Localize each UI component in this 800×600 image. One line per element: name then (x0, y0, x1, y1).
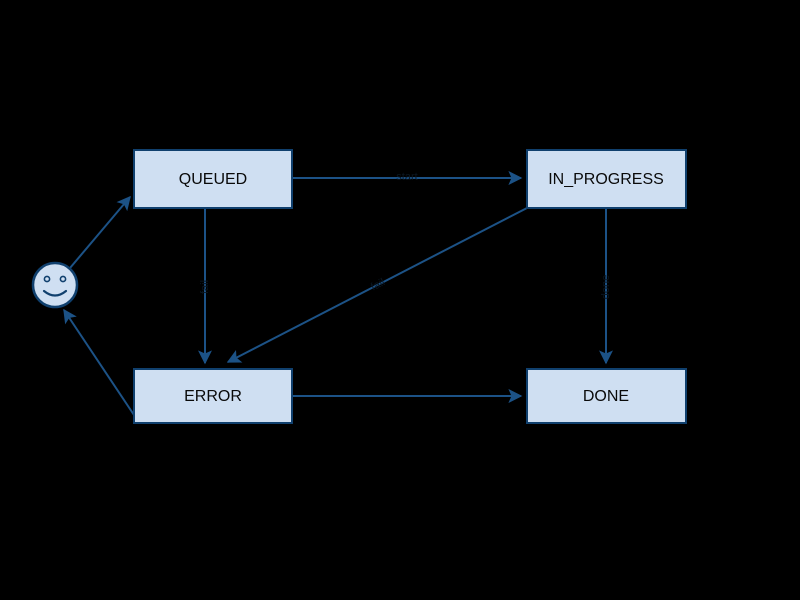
edge-start-to-queued[interactable] (69, 195, 131, 269)
edge-in-progress-to-done[interactable]: done (599, 208, 613, 365)
edge-error-to-start[interactable] (63, 308, 137, 419)
edge-queued-to-in-progress[interactable]: start (292, 171, 523, 185)
edge-error-to-start-line (63, 308, 137, 419)
smiley-right-eye-icon (59, 275, 67, 283)
edge-queued-to-error[interactable]: fail (198, 208, 212, 365)
edge-in-progress-to-error-line (226, 207, 528, 363)
node-in-progress-box (526, 149, 687, 209)
node-queued[interactable]: QUEUED (133, 149, 293, 209)
node-error[interactable]: ERROR (133, 368, 293, 424)
node-done[interactable]: DONE (526, 368, 687, 424)
edge-queued-to-in-progress-label: start (396, 171, 417, 183)
node-queued-box (133, 149, 293, 209)
node-done-box (526, 368, 687, 424)
edge-in-progress-to-error[interactable]: fail (226, 207, 528, 363)
edge-start-to-queued-line (69, 195, 131, 269)
smiley-face-icon (31, 261, 79, 309)
node-error-box (133, 368, 293, 424)
start-node[interactable] (31, 261, 79, 309)
smiley-mouth-icon (42, 289, 68, 297)
node-in-progress[interactable]: IN_PROGRESS (526, 149, 687, 209)
smiley-left-eye-icon (43, 275, 51, 283)
